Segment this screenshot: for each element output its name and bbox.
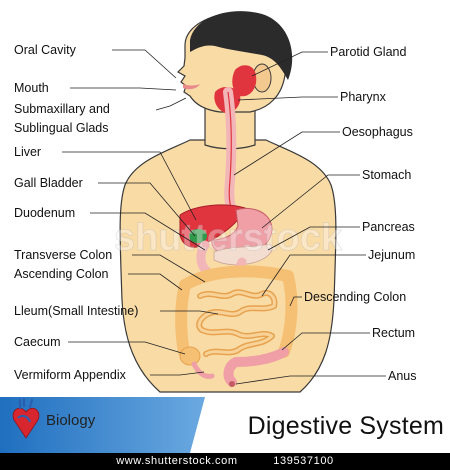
torso [119,139,337,393]
label-transverse-colon: Transverse Colon [14,248,113,262]
label-duodenum: Duodenum [14,206,76,220]
category-label: Biology [46,412,96,429]
heart-logo-icon [12,397,40,439]
ascending-colon-organ [175,279,191,358]
anus-organ [229,381,235,387]
pancreas-organ [213,243,273,266]
label-descending-colon: Descending Colon [304,290,407,304]
label-ascending-colon: Ascending Colon [14,267,109,281]
label-ileum: Lleum(Small Intestine) [14,304,139,318]
appendix-organ [191,361,215,379]
credit-site: www.shutterstock.com [116,455,238,467]
credit-id: 139537100 [273,455,334,467]
label-mouth: Mouth [14,81,49,95]
parotid-gland-organ [232,65,257,97]
label-anus: Anus [388,369,417,383]
caecum-organ [179,346,201,366]
label-stomach: Stomach [362,168,412,182]
gall-bladder-organ [189,229,207,243]
label-oral-cavity: Oral Cavity [14,43,76,57]
diagram-title: Digestive System [247,412,444,440]
label-caecum: Caecum [14,335,61,349]
leader-lines [62,49,386,385]
label-jejunum: Jejunum [368,248,416,262]
label-sublingual: Sublingual Glads [14,121,109,135]
label-rectum: Rectum [372,326,416,340]
label-pancreas: Pancreas [362,220,415,234]
transverse-colon-organ [179,265,294,291]
rectum-organ [223,347,289,387]
label-liver: Liver [14,145,42,159]
label-gall-bladder: Gall Bladder [14,176,83,190]
hair [190,11,293,80]
label-pharynx: Pharynx [340,90,386,104]
label-submaxillary: Submaxillary and [14,102,110,116]
label-parotid-gland: Parotid Gland [330,45,407,59]
descending-colon-organ [278,270,298,358]
label-vermiform-appendix: Vermiform Appendix [14,368,126,382]
credit-bar: www.shutterstock.com 139537100 [0,453,450,470]
watermark: shutterstock [114,217,343,259]
label-oesophagus: Oesophagus [342,125,413,139]
lips [183,84,200,90]
